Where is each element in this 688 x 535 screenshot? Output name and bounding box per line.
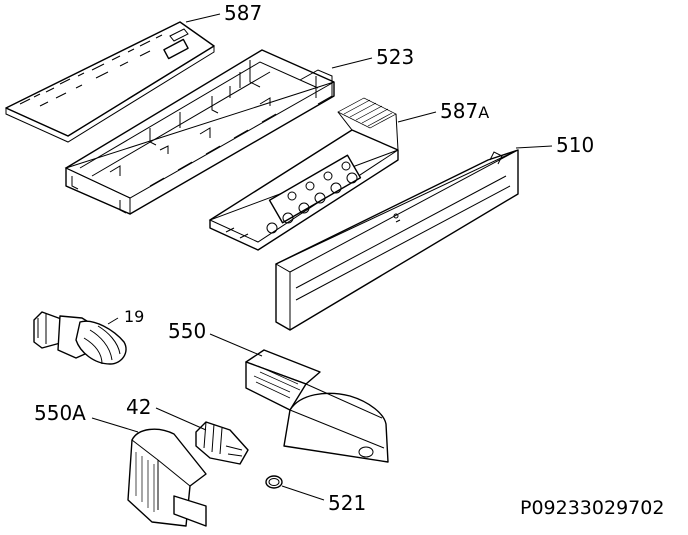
label-19: 19: [124, 307, 144, 326]
part-labels: 587 523 587A 510 19 550 550A 42 521 P092…: [34, 1, 664, 519]
part-510-front-panel: [274, 149, 519, 331]
label-587a: 587A: [440, 99, 489, 123]
part-42-lamp-holder: [195, 421, 249, 465]
label-587a-number: 587: [440, 99, 478, 123]
part-550-lamp-cover: [245, 349, 389, 463]
label-523: 523: [376, 45, 414, 69]
part-587a-control-board: [208, 97, 399, 251]
label-510: 510: [556, 133, 594, 157]
label-42: 42: [126, 395, 151, 419]
leader-lines: [91, 13, 553, 501]
part-19-lamp: [33, 311, 127, 365]
part-521-ring: [265, 475, 283, 489]
part-587-board: [5, 21, 215, 143]
label-587: 587: [224, 1, 262, 25]
label-550: 550: [168, 319, 206, 343]
label-521: 521: [328, 491, 366, 515]
part-550a-end-cap: [127, 428, 207, 527]
part-523-housing: [64, 49, 335, 215]
drawing-code: P09233029702: [520, 497, 664, 519]
label-550a: 550A: [34, 401, 86, 425]
label-587a-suffix: A: [478, 103, 489, 122]
